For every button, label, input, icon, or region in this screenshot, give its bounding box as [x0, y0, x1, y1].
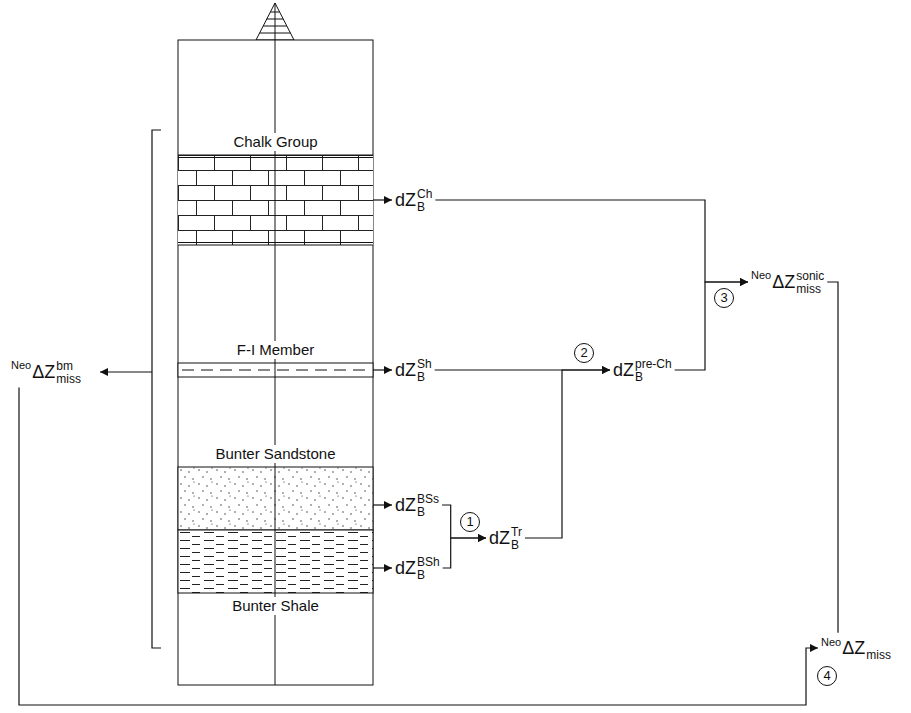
subscript: B [417, 506, 439, 519]
flow-connector [373, 199, 392, 200]
subscript: B [417, 569, 440, 582]
flow-connector [373, 504, 392, 505]
quantity-symbol: dZ [395, 496, 416, 516]
stratum-band: Bunter Sandstone [178, 441, 373, 530]
index-stack: bmmiss [56, 360, 81, 385]
superscript: Tr [511, 526, 522, 539]
subscript: B [417, 371, 432, 384]
stratum-band: Chalk Group [178, 129, 373, 245]
index-stack: ChB [417, 188, 432, 213]
stratum-band: Bunter Shale [178, 530, 373, 619]
stratum-name: F-I Member [234, 341, 318, 359]
prefix-superscript: Neo [821, 637, 841, 648]
step-number: 2 [574, 343, 594, 363]
superscript: Ch [417, 188, 432, 201]
quantity-symbol: dZ [395, 361, 416, 381]
index-stack: BShB [417, 556, 440, 581]
superscript: BSs [417, 493, 439, 506]
stratum-band: F-I Member [178, 337, 373, 377]
subscript: B [511, 539, 522, 552]
well-column [178, 40, 373, 685]
quantity-label: NeoΔZsonicmiss [748, 266, 827, 297]
superscript: pre-Ch [635, 358, 672, 371]
prefix-superscript: Neo [11, 360, 31, 371]
quantity-label: NeoΔZbmmiss [8, 356, 84, 387]
quantity-label: dZShB [392, 354, 435, 385]
stratum-name: Bunter Shale [229, 597, 322, 615]
index-stack: ShB [417, 358, 432, 383]
index-stack: pre-ChB [635, 358, 672, 383]
subscript: miss [866, 649, 891, 662]
index-stack: sonicmiss [796, 270, 824, 295]
subscript: miss [56, 373, 81, 386]
quantity-symbol: dZ [395, 559, 416, 579]
superscript: sonic [796, 270, 824, 283]
subscript: B [417, 201, 432, 214]
index-stack: BSsB [417, 493, 439, 518]
flow-connector [373, 369, 392, 370]
flow-connector [827, 282, 838, 633]
index-stack: miss [866, 637, 891, 662]
index-stack: TrB [511, 526, 522, 551]
quantity-label: dZBShB [392, 552, 443, 583]
flow-connector [19, 388, 818, 705]
quantity-symbol: ΔZ [772, 273, 795, 293]
quantity-label: dZChB [392, 184, 435, 215]
step-number: 4 [817, 666, 837, 686]
quantity-symbol: ΔZ [32, 363, 55, 383]
quantity-label: dZBSsB [392, 489, 442, 520]
flow-connector [373, 567, 392, 568]
subscript: miss [796, 283, 824, 296]
stratum-name: Chalk Group [230, 133, 320, 151]
subscript: B [635, 371, 672, 384]
superscript: Sh [417, 358, 432, 371]
quantity-label: NeoΔZmiss [818, 633, 894, 664]
quantity-label: dZpre-ChB [610, 354, 675, 385]
flow-connector [525, 370, 610, 538]
quantity-label: dZTrB [486, 522, 525, 553]
derrick-symbol [256, 3, 294, 40]
flow-connector [442, 505, 486, 538]
quantity-symbol: dZ [395, 191, 416, 211]
flow-connector [443, 538, 486, 568]
stratum-name: Bunter Sandstone [212, 445, 338, 463]
quantity-symbol: ΔZ [842, 639, 865, 659]
quantity-symbol: dZ [613, 361, 634, 381]
flow-connector [675, 282, 748, 370]
quantity-symbol: dZ [489, 529, 510, 549]
bracket-arrow [100, 371, 152, 372]
column-bracket [152, 130, 161, 648]
step-number: 3 [714, 288, 734, 308]
index-gap [866, 637, 891, 649]
step-number: 1 [460, 512, 480, 532]
flow-connector [435, 200, 748, 282]
superscript: BSh [417, 556, 440, 569]
prefix-superscript: Neo [751, 270, 771, 281]
superscript: bm [56, 360, 81, 373]
